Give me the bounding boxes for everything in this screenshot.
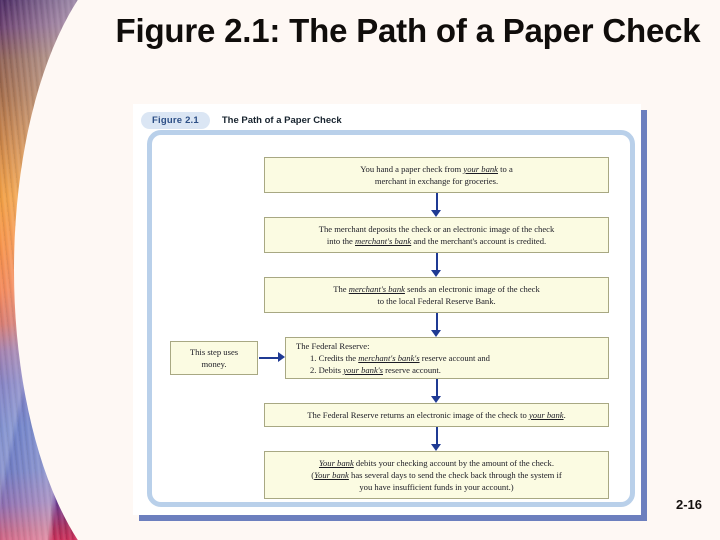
flow-step-4-heading: The Federal Reserve: <box>296 340 370 351</box>
arrow-callout-to-step-4 <box>259 352 285 363</box>
slide-number: 2-16 <box>675 497 702 512</box>
flow-step-2-text: The merchant deposits the check or an el… <box>318 223 555 246</box>
arrow-step-4-to-5 <box>431 379 442 403</box>
flow-step-1-text: You hand a paper check from your bank to… <box>360 163 513 186</box>
flow-step-4: The Federal Reserve: 1. Credits the merc… <box>285 337 609 379</box>
figure-caption: The Path of a Paper Check <box>221 114 342 126</box>
figure-number-badge: Figure 2.1 <box>141 111 210 129</box>
figure-frame: You hand a paper check from your bank to… <box>147 130 635 507</box>
flow-step-5: The Federal Reserve returns an electroni… <box>264 403 609 427</box>
left-edge-decoration <box>0 0 132 540</box>
figure-header: Figure 2.1 The Path of a Paper Check <box>141 110 342 130</box>
arrow-step-1-to-2 <box>431 193 442 217</box>
callout-money-line2: money. <box>201 359 227 369</box>
flow-step-4-list: 1. Credits the merchant's bank's reserve… <box>296 352 600 376</box>
flow-step-3-text: The merchant's bank sends an electronic … <box>333 283 540 306</box>
flow-step-4-item-2: 2. Debits your bank's reserve account. <box>310 365 441 376</box>
flow-step-2: The merchant deposits the check or an el… <box>264 217 609 253</box>
flow-step-5-text: The Federal Reserve returns an electroni… <box>307 409 566 420</box>
arrow-step-3-to-4 <box>431 313 442 337</box>
flow-step-4-item-1: 1. Credits the merchant's bank's reserve… <box>310 352 490 363</box>
flow-step-1: You hand a paper check from your bank to… <box>264 157 609 193</box>
callout-money-line1: This step uses <box>189 346 239 357</box>
flow-step-6: Your bank debits your checking account b… <box>264 451 609 499</box>
figure-panel: Figure 2.1 The Path of a Paper Check You… <box>133 104 641 515</box>
callout-money: This step uses money. <box>170 341 258 375</box>
page-title: Figure 2.1: The Path of a Paper Check <box>115 12 701 49</box>
flow-step-6-text: Your bank debits your checking account b… <box>311 457 562 493</box>
arrow-step-5-to-6 <box>431 427 442 451</box>
arrow-step-2-to-3 <box>431 253 442 277</box>
flow-step-3: The merchant's bank sends an electronic … <box>264 277 609 313</box>
